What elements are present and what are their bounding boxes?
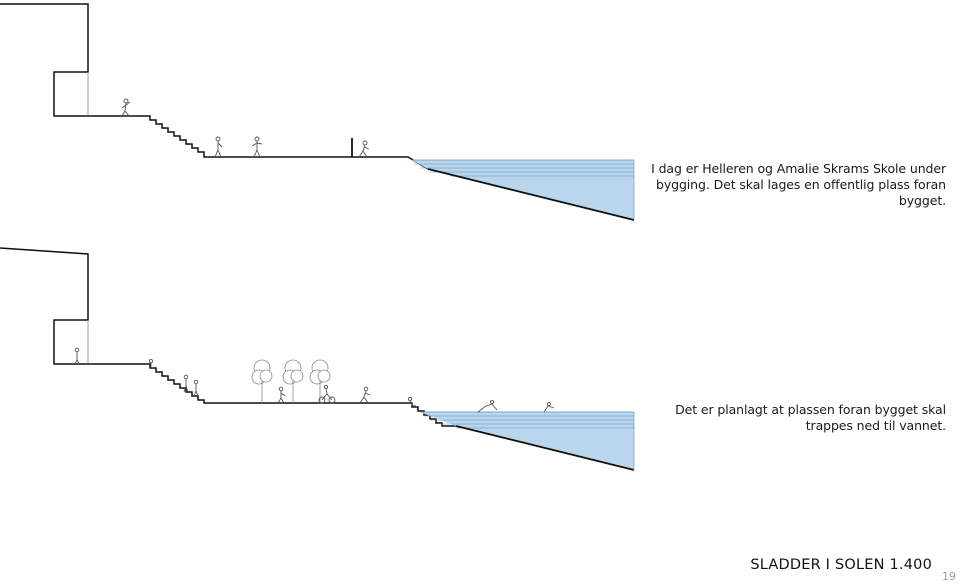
tree-illustration: [309, 359, 331, 403]
person-figure: [148, 358, 154, 368]
swimmer-figure: [543, 401, 555, 413]
person-figure: [358, 140, 370, 158]
caption-current-situation: I dag er Helleren og Amalie Skrams Skole…: [651, 161, 946, 208]
tree-illustration: [282, 359, 304, 403]
seabed-line: [455, 425, 635, 471]
section-drawing-proposed: [0, 247, 635, 471]
person-figure: [121, 98, 131, 117]
caption-proposal: Det er planlagt at plassen foran bygget …: [675, 402, 946, 433]
water-body: [420, 412, 634, 470]
section-drawing-current: [0, 3, 635, 221]
page-number: 19: [942, 570, 956, 583]
person-figure: [214, 136, 223, 158]
person-figure: [407, 396, 417, 407]
building-outline: [0, 247, 142, 365]
person-figure: [74, 347, 80, 365]
person-figure: [193, 379, 199, 397]
person-figure: [277, 386, 286, 404]
person-figure: [251, 136, 263, 158]
page-title: SLADDER I SOLEN 1.400: [750, 557, 932, 573]
water-body: [412, 160, 634, 220]
seabed-line: [427, 168, 635, 221]
terrain-stairs: [142, 115, 429, 170]
cyclist-figure: [318, 384, 336, 404]
swimmer-figure: [477, 399, 498, 413]
tree-illustration: [251, 359, 273, 403]
person-figure: [359, 386, 371, 404]
building-outline: [0, 3, 142, 117]
person-figure: [183, 374, 189, 393]
